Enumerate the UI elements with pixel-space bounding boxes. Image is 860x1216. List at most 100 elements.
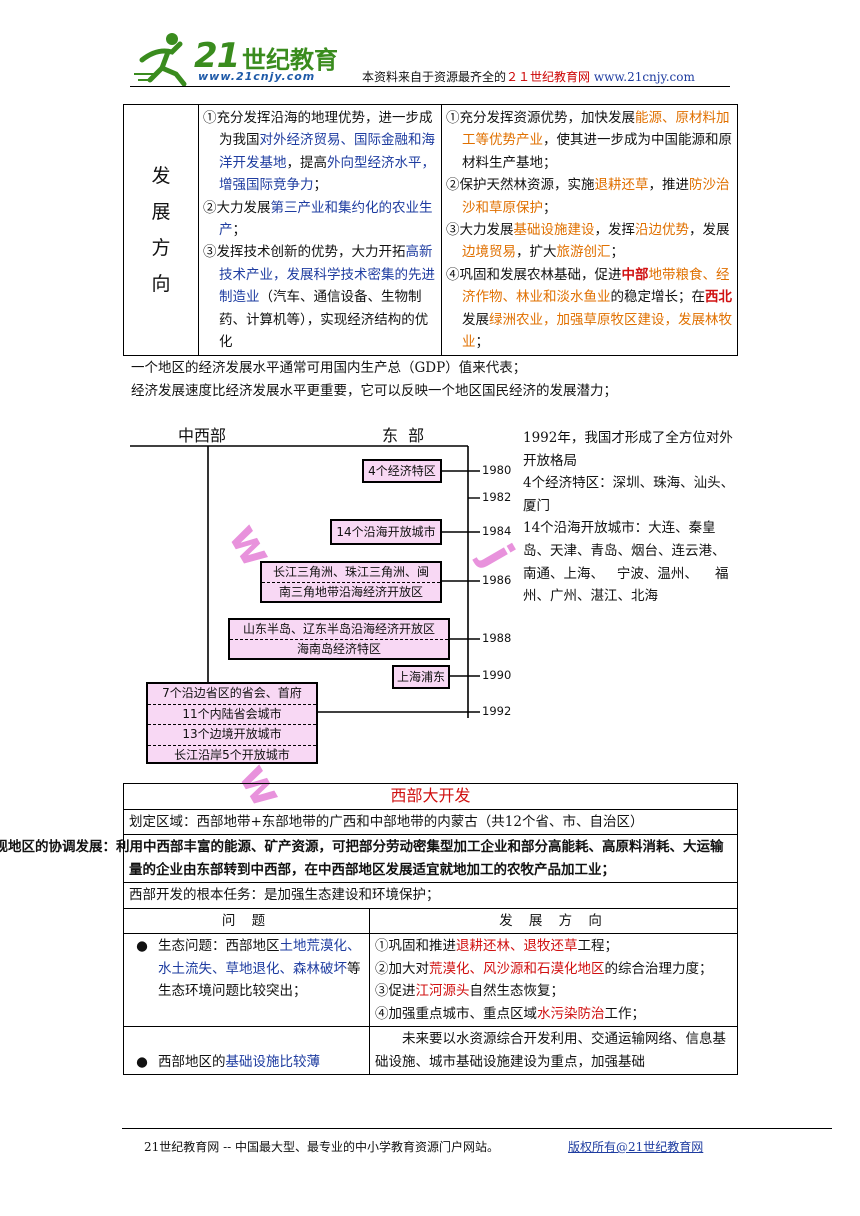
year-label: 1992 <box>482 704 512 718</box>
direction-item: ③大力发展基础设施建设，发挥沿边优势，发展边境贸易，扩大旅游创汇； <box>446 219 733 264</box>
box-line: 11个内陆省会城市 <box>148 703 316 725</box>
label-east: 东 部 <box>382 426 425 445</box>
timeline-box-peninsula-zones: 山东半岛、辽东半岛沿海经济开放区 海南岛经济特区 <box>228 618 450 660</box>
problem-ecology: ● 生态问题：西部地区土地荒漠化、水土流失、草地退化、森林破坏等生态环境问题比较突… <box>123 933 370 1027</box>
timeline-box-delta-zones: 长江三角洲、珠江三角洲、闽 南三角地带沿海经济开放区 <box>260 561 442 603</box>
western-development-table: 西部大开发 划定区域：西部地带+东部地带的广西和中部地带的内蒙古（共12个省、市… <box>0 783 738 1075</box>
text-run: ，使其进一步成为中国能源和原材料生产基地； <box>462 132 732 171</box>
logo-number: 21 <box>194 36 240 76</box>
box-line: 长江三角洲、珠江三角洲、闽 <box>272 565 429 579</box>
text-run: 荒漠化、风沙源和石漠化地区 <box>429 960 605 977</box>
text-run: 能源、原材料加工等优势产业 <box>462 110 730 149</box>
year-label: 1986 <box>482 573 512 587</box>
text-run: 高新技术产业，发展科学技术密集的先进制造业 <box>219 244 435 306</box>
runner-icon <box>134 33 187 86</box>
timeline-box-pudong: 上海浦东 <box>392 665 450 689</box>
year-label: 1984 <box>482 524 512 538</box>
bullet-icon: ● <box>136 1053 148 1070</box>
text-run: 旅游创汇 <box>556 244 611 261</box>
year-label: 1990 <box>482 668 512 682</box>
tagline-prefix: 本资料来自于资源最齐全的 <box>362 70 507 84</box>
col-header-direction: 发 展 方 向 <box>369 907 738 934</box>
timeline-box-inland-cities: 7个沿边省区的省会、首府 11个内陆省会城市 13个边境开放城市 长江沿岸5个开… <box>146 682 318 764</box>
direction-item: ③发挥技术创新的优势，大力开拓高新技术产业，发展科学技术密集的先进制造业（汽车、… <box>203 241 437 353</box>
table2-title: 西部大开发 <box>123 783 738 810</box>
direction-item: ①充分发挥资源优势，加快发展能源、原材料加工等优势产业，使其进一步成为中国能源和… <box>446 107 733 174</box>
text-run: ； <box>475 334 490 351</box>
text-run: ； <box>543 199 557 216</box>
coordination-label: 实现地区的协调发展： <box>0 839 116 855</box>
opening-timeline-diagram: 中西部 东 部 1980 1982 1984 1986 1988 1990 19… <box>130 418 520 772</box>
text-run: 工作； <box>604 1005 646 1022</box>
text-run: 外向型经济水平，增强国际竞争力 <box>219 154 435 194</box>
direction-item: ②大力发展第三产业和集约化的农业生产； <box>203 197 437 242</box>
row-label-char: 发 <box>151 165 171 188</box>
header-rule <box>130 86 730 87</box>
item-number: ① <box>203 110 217 126</box>
text-run: 巩固和发展农林基础，促进 <box>459 266 622 283</box>
box-line: 海南岛经济特区 <box>230 639 448 659</box>
direction-item: ④加强重点城市、重点区域水污染防治工作； <box>375 1003 732 1026</box>
direction-item: ①巩固和推进退耕还林、退牧还草工程； <box>375 935 732 958</box>
text-run: 地带 <box>648 266 676 283</box>
year-label: 1988 <box>482 631 512 645</box>
timeline-lines <box>130 445 480 718</box>
box-line: 山东半岛、辽东半岛沿海经济开放区 <box>242 622 435 636</box>
text-run: 江河源头 <box>415 983 470 999</box>
label-midwest: 中西部 <box>178 426 227 445</box>
midwest-directions-cell: ①充分发挥资源优势，加快发展能源、原材料加工等优势产业，使其进一步成为中国能源和… <box>441 103 738 357</box>
text-run: 发挥技术创新的优势，大力开拓 <box>216 244 406 261</box>
direction-infrastructure: 未来要以水资源综合开发利用、交通运输网络、信息基础设施、城市基础设施建设为重点，… <box>369 1026 738 1075</box>
note-1992: 1992年，我国才形成了全方位对外开放格局 <box>523 430 733 469</box>
box-line: 南三角地带沿海经济开放区 <box>262 582 440 602</box>
row-label-char: 向 <box>151 273 171 296</box>
text-run: ，提高 <box>286 154 328 171</box>
text-run: 土地荒漠化、水土流失、草地退化、森林破坏 <box>158 938 361 977</box>
note-coastal-cities: 14个沿海开放城市：大连、秦皇岛、天津、青岛、烟台、连云港、 南通、上海、 宁波… <box>523 520 752 605</box>
text-run: 大力发展 <box>459 222 514 239</box>
box-line: 4个经济特区 <box>368 464 436 478</box>
text-run: ①巩固和推进 <box>375 938 456 954</box>
direction-item: ③促进江河源头自然生态恢复； <box>375 980 732 1003</box>
text-run: 等生态环境问题比较突出； <box>158 960 361 1000</box>
text-run: ； <box>610 244 625 261</box>
region-row: 划定区域：西部地带+东部地带的广西和中部地带的内蒙古（共12个省、市、自治区） <box>123 808 738 835</box>
timeline-box-special-zones: 4个经济特区 <box>362 459 442 483</box>
problem-infrastructure-text: 西部地区的基础设施比较薄 <box>158 1051 364 1074</box>
directions-ecology: ①巩固和推进退耕还林、退牧还草工程；②加大对荒漠化、风沙源和石漠化地区的综合治理… <box>369 933 738 1027</box>
text-run: ； <box>232 222 247 239</box>
text-run: 西北 <box>705 289 732 306</box>
text-run: ，发挥 <box>594 222 636 239</box>
gdp-note: 一个地区的经济发展水平通常可用国内生产总（GDP）值来代表； <box>131 360 527 376</box>
text-run: 防沙治沙和草原保护 <box>462 177 730 216</box>
text-run: ，扩大 <box>516 244 557 261</box>
box-line: 长江沿岸5个开放城市 <box>148 744 316 766</box>
text-run: 粮食、经济作物、林业和淡水鱼业 <box>462 266 730 306</box>
direction-item: ①充分发挥沿海的地理优势，进一步成为我国对外经济贸易、国际金融和海洋开发基地，提… <box>203 107 437 197</box>
text-run: 绿洲农业，加强草原牧区建设，发展林牧业 <box>462 311 732 351</box>
text-run: 中部 <box>621 266 649 283</box>
coordination-text: 利用中西部丰富的能源、矿产资源，可把部分劳动密集型加工企业和部分高能耗、高原料消… <box>116 839 724 878</box>
timeline-box-coastal-cities: 14个沿海开放城市 <box>330 519 442 545</box>
opening-notes: 1992年，我国才形成了全方位对外开放格局 4个经济特区：深圳、珠海、汕头、 厦… <box>523 427 735 608</box>
text-run: 第三产业和集约化的农业生产 <box>219 199 433 239</box>
text-run: 生态问题：西部地区 <box>158 938 280 954</box>
text-run: 水污染防治 <box>537 1005 605 1022</box>
east-directions-cell: ①充分发挥沿海的地理优势，进一步成为我国对外经济贸易、国际金融和海洋开发基地，提… <box>198 103 442 357</box>
footer-copyright-link[interactable]: 版权所有@21世纪教育网 <box>568 1140 704 1154</box>
direction-item: ②保护天然林资源，实施退耕还草，推进防沙治沙和草原保护； <box>446 174 733 219</box>
text-run: ②加大对 <box>375 960 429 977</box>
text-run: 对外经济贸易、国际金融和海洋开发基地 <box>219 132 435 171</box>
note-special-zones: 4个经济特区：深圳、珠海、汕头、 厦门 <box>523 475 756 514</box>
text-run: ； <box>313 177 328 194</box>
box-line: 13个边境开放城市 <box>148 724 316 745</box>
tagline-url[interactable]: www.21cnjy.com <box>593 70 695 84</box>
text-run: ④加强重点城市、重点区域 <box>375 1005 537 1022</box>
col-header-problem: 问 题 <box>123 907 370 934</box>
box-line: 14个沿海开放城市 <box>336 525 436 539</box>
direction-item: ②加大对荒漠化、风沙源和石漠化地区的综合治理力度； <box>375 958 732 981</box>
bullet-icon: ● <box>136 938 148 954</box>
direction-item: ④巩固和发展农林基础，促进中部地带粮食、经济作物、林业和淡水鱼业的稳定增长；在西… <box>446 264 733 354</box>
text-run: 基础设施建设 <box>513 222 595 239</box>
tagline-site[interactable]: ２１世纪教育网 <box>506 70 591 84</box>
